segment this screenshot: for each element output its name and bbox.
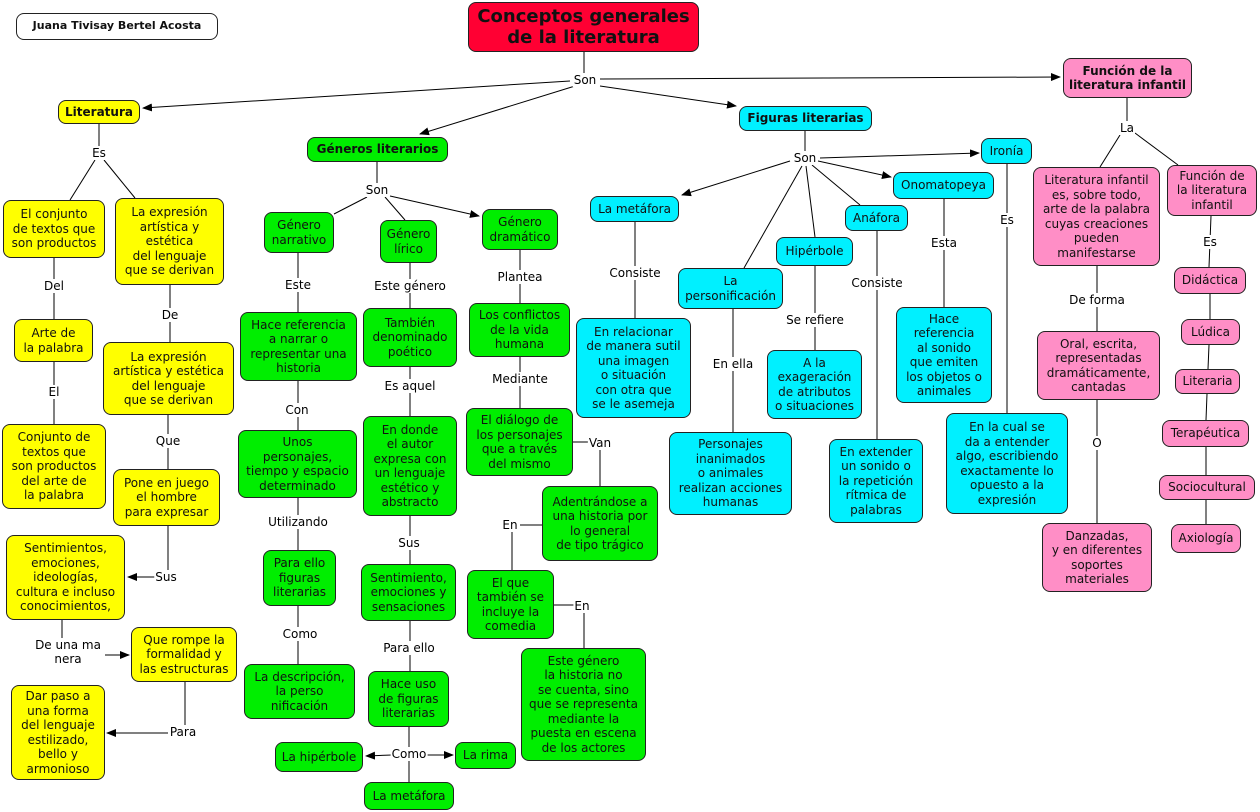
link-label: Sus: [154, 570, 178, 584]
node-lit-conjunto2[interactable]: Conjunto de textos que son productos del…: [2, 424, 106, 509]
node-dra-comedia[interactable]: El que también se incluye la comedia: [467, 570, 554, 639]
node-lit-expresion[interactable]: La expresión artística y estética del le…: [115, 198, 224, 285]
node-dra-adentrandose[interactable]: Adentrándose a una historia por lo gener…: [542, 486, 658, 561]
node-lir-sent[interactable]: Sentimiento, emociones y sensaciones: [361, 564, 456, 621]
link-label: Esta: [930, 236, 958, 250]
link-label: Es aquel: [383, 379, 437, 393]
link-label: La: [1118, 121, 1136, 135]
node-lit-expresion2[interactable]: La expresión artística y estética del le…: [103, 342, 234, 415]
node-fun-funcion[interactable]: Función de la literatura infantil: [1167, 165, 1257, 216]
link-label: Se refiere: [785, 313, 845, 327]
node-genero-lirico[interactable]: Género lírico: [380, 220, 437, 263]
node-fun-axiologia[interactable]: Axiología: [1171, 524, 1241, 553]
node-fun-terapeutica[interactable]: Terapéutica: [1162, 420, 1249, 447]
link-label: Sus: [397, 536, 421, 550]
node-figuras-literarias[interactable]: Figuras literarias: [739, 106, 872, 131]
link-label: Que: [154, 434, 182, 448]
link-label: Consiste: [850, 276, 904, 290]
node-lit-conjunto[interactable]: El conjunto de textos que son productos: [3, 200, 105, 258]
link-label: De: [160, 308, 180, 322]
link-label: Utilizando: [267, 515, 329, 529]
link-label: Este género: [373, 279, 447, 293]
node-nar-para[interactable]: Para ello figuras literarias: [263, 550, 336, 606]
node-fig-personificacion-def[interactable]: Personajes inanimados o animales realiza…: [669, 432, 792, 515]
link-label: Es: [91, 146, 107, 160]
node-dra-dialogo[interactable]: El diálogo de los personajes que a travé…: [466, 408, 573, 476]
node-fun-oral[interactable]: Oral, escrita, representadas dramáticame…: [1037, 331, 1160, 400]
node-lit-rompe[interactable]: Que rompe la formalidad y las estructura…: [131, 627, 237, 682]
node-lir-tambien[interactable]: También denominado poético: [363, 308, 457, 367]
link-label: Para: [168, 725, 198, 739]
node-lit-arte[interactable]: Arte de la palabra: [14, 319, 93, 362]
link-label: Mediante: [491, 372, 549, 386]
node-lir-metafora[interactable]: La metáfora: [364, 782, 454, 810]
link-label: Como: [390, 747, 428, 761]
node-lir-donde[interactable]: En donde el autor expresa con un lenguaj…: [363, 416, 457, 516]
node-lir-hiperbole[interactable]: La hipérbole: [275, 742, 363, 772]
link-label: En: [573, 599, 591, 613]
link-label: Son: [792, 151, 818, 165]
node-fig-metafora-def[interactable]: En relacionar de manera sutil una imagen…: [576, 318, 691, 418]
link-label: Consiste: [608, 266, 662, 280]
node-fig-onomatopeya-def[interactable]: Hace referencia al sonido que emiten los…: [896, 307, 992, 403]
node-funcion-literatura-infantil[interactable]: Función de la literatura infantil: [1063, 58, 1192, 98]
node-fig-hiperbole[interactable]: Hipérbole: [776, 237, 853, 266]
node-fun-sociocultural[interactable]: Sociocultural: [1159, 475, 1255, 500]
link-label: Es: [999, 213, 1015, 227]
link-label: Son: [572, 73, 598, 87]
node-fig-onomatopeya[interactable]: Onomatopeya: [893, 172, 994, 199]
node-genero-dramatico[interactable]: Género dramático: [482, 209, 558, 250]
link-label: En: [501, 518, 519, 532]
link-label: Este: [284, 278, 312, 292]
node-fig-anafora[interactable]: Anáfora: [845, 205, 908, 231]
node-fig-anafora-def[interactable]: En extender un sonido o la repetición rí…: [829, 439, 923, 523]
link-label: Del: [43, 279, 65, 293]
node-fig-hiperbole-def[interactable]: A la exageración de atributos o situacio…: [767, 350, 862, 419]
link-label: O: [1091, 436, 1103, 450]
node-fun-didactica[interactable]: Didáctica: [1174, 267, 1246, 294]
node-dra-conflictos[interactable]: Los conflictos de la vida humana: [469, 303, 570, 357]
link-label: Es: [1202, 235, 1218, 249]
node-fun-danzadas[interactable]: Danzadas, y en diferentes soportes mater…: [1042, 523, 1152, 592]
node-lir-rima[interactable]: La rima: [455, 742, 516, 769]
node-lir-hace[interactable]: Hace uso de figuras literarias: [368, 671, 449, 727]
link-label: El: [47, 385, 61, 399]
node-literatura[interactable]: Literatura: [58, 100, 140, 124]
node-fig-personificacion[interactable]: La personificación: [678, 268, 783, 309]
link-label: Plantea: [496, 270, 544, 284]
node-fun-literaria[interactable]: Literaria: [1175, 369, 1240, 394]
link-label: En ella: [711, 357, 755, 371]
link-label: Como: [281, 627, 319, 641]
link-label: De forma: [1068, 293, 1126, 307]
link-label: De una ma nera: [34, 638, 102, 666]
node-lit-pone[interactable]: Pone en juego el hombre para expresar: [113, 469, 220, 526]
author-node[interactable]: Juana Tivisay Bertel Acosta: [16, 13, 218, 40]
link-label: Para ello: [382, 641, 436, 655]
link-label: Van: [587, 436, 613, 450]
node-lit-sentimientos[interactable]: Sentimientos, emociones, ideologías, cul…: [6, 535, 125, 620]
node-fig-ironia-def[interactable]: En la cual se da a entender algo, escrib…: [946, 413, 1068, 514]
node-dra-este[interactable]: Este género la historia no se cuenta, si…: [521, 648, 646, 761]
link-label: Son: [364, 183, 390, 197]
node-nar-desc[interactable]: La descripción, la perso nificación: [244, 664, 355, 719]
node-nar-hace[interactable]: Hace referencia a narrar o representar u…: [240, 312, 357, 381]
node-lit-dar[interactable]: Dar paso a una forma del lenguaje estili…: [11, 685, 105, 780]
node-genero-narrativo[interactable]: Género narrativo: [264, 212, 334, 253]
link-label: Con: [284, 403, 310, 417]
main-title-node[interactable]: Conceptos generales de la literatura: [468, 2, 699, 52]
node-fig-ironia[interactable]: Ironía: [981, 138, 1032, 164]
node-fun-ludica[interactable]: Lúdica: [1181, 319, 1240, 345]
node-fig-metafora[interactable]: La metáfora: [590, 196, 679, 222]
node-generos-literarios[interactable]: Géneros literarios: [307, 137, 448, 162]
node-fun-literatura-infantil[interactable]: Literatura infantil es, sobre todo, arte…: [1033, 167, 1160, 266]
node-nar-unos[interactable]: Unos personajes, tiempo y espacio determ…: [238, 430, 357, 498]
